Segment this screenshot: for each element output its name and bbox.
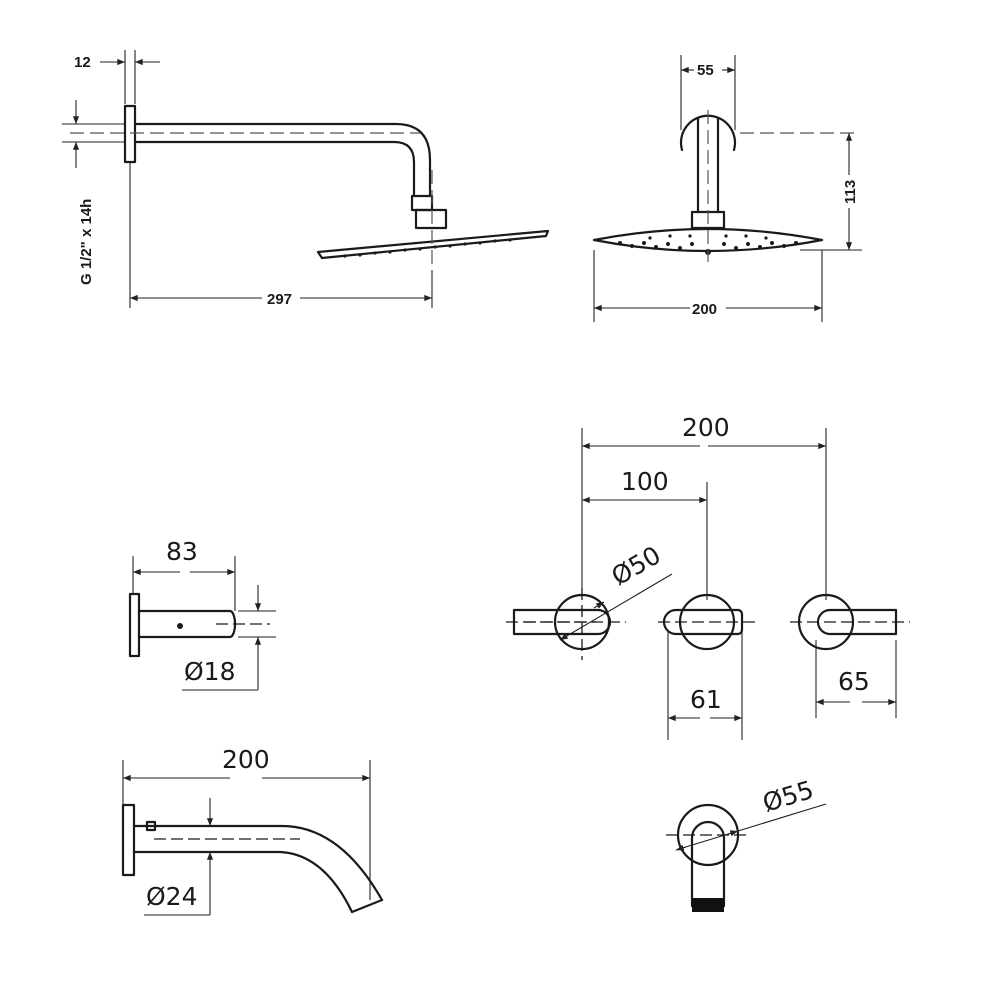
spout-front-outlet [692,898,724,912]
front-head [592,227,824,253]
dim-handle-right: 65 [838,667,870,696]
dim-height: 113 [842,180,859,204]
shower-head-front-view: 55 113 200 [592,55,862,322]
dim-thread: G 1/2" x 14h [78,199,95,285]
spout-top-edge [132,824,384,902]
dim-spout-diameter: Ø24 [146,882,198,911]
spout-side-view: 200 Ø24 [121,745,384,916]
shower-arm-top-edge [133,122,432,198]
spout-front-body [690,820,726,908]
shower-arm-bottom-edge [133,140,416,198]
handle-center [662,608,744,636]
wall-flange [123,104,137,164]
dim-projection: 297 [267,291,292,308]
nozzle-row [343,238,512,258]
shower-head-side-view: 12 G 1/2" x 14h 297 [62,50,550,308]
diverter-flange [128,592,141,658]
dim-spout-front-diameter: Ø55 [759,775,817,818]
ball-joint [410,194,434,212]
dim-handle-left: 61 [690,685,722,714]
spout-outlet [350,898,384,914]
dim-half-spacing: 100 [621,467,669,496]
shower-head-plate [316,229,550,260]
dim-total-spacing: 200 [682,413,730,442]
diverter-side-view: 83 Ø18 [128,537,276,691]
rosette-center [678,593,736,651]
front-nozzles [618,234,798,255]
dim-diverter-length: 83 [166,537,198,566]
spout-front-view: Ø55 [666,775,827,912]
handle-left [512,608,612,636]
spout-flange [121,803,136,877]
head-connector [414,208,448,230]
dim-head-diameter: 200 [692,301,717,318]
dim-diverter-diameter: Ø18 [184,657,236,686]
spout-bottom-edge [132,850,354,914]
dim-flange-diameter: 55 [697,62,714,79]
mixer-front-view: 200 100 Ø50 61 65 [506,413,910,740]
dim-spout-length: 200 [222,745,270,774]
handle-right [816,608,898,636]
dim-flange-thickness: 12 [74,54,91,71]
